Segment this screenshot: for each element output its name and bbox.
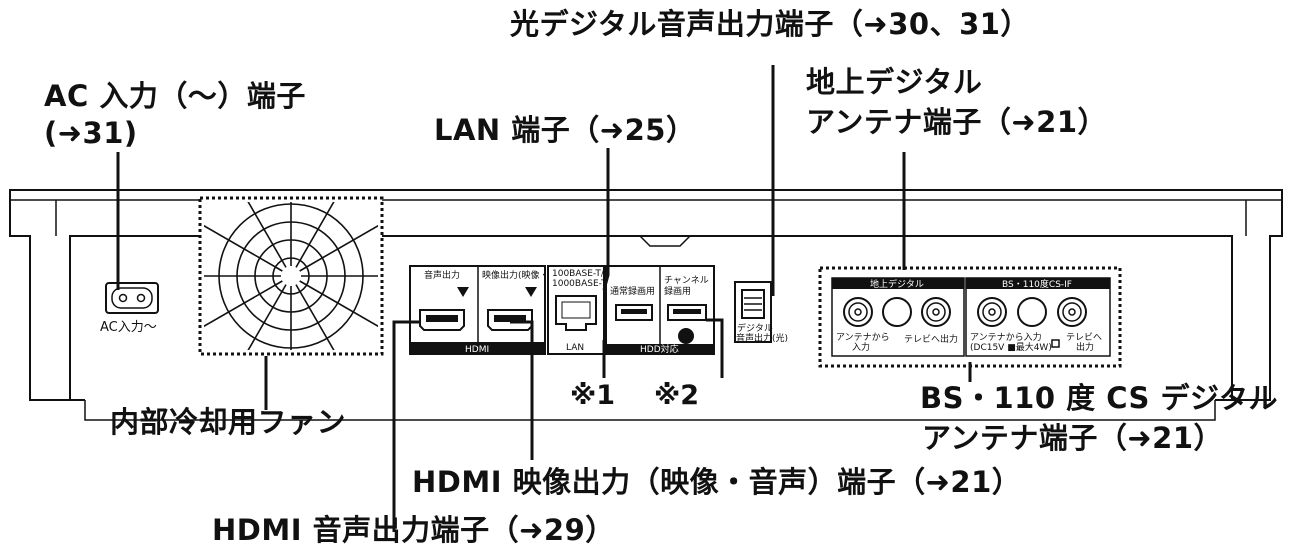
usb-terminal-block: 通常録画用 チャンネル 録画用 HDD対応	[605, 265, 715, 355]
antenna-terminal-block: 地上デジタル BS・110度CS-IF アンテナから 入力 テレビへ出力 アンテ…	[818, 266, 1122, 368]
usb-group-label: HDD対応	[640, 343, 679, 355]
fan-grille-spoke	[299, 280, 378, 328]
bs-cs-antenna-callout-line2: アンテナ端子（➜21）	[922, 421, 1223, 455]
bs-cs-antenna-callout-line1: BS・110 度 CS デジタル	[920, 381, 1278, 415]
lan-callout: LAN 端子（➜25）	[434, 113, 696, 147]
hdmi-group-label: HDMI	[465, 345, 489, 355]
bs-cs-out-line2: 出力	[1076, 341, 1094, 353]
triangle-marker-icon	[457, 287, 469, 297]
lan-spec-line2: 1000BASE-TX	[552, 279, 613, 289]
cooling-fan-callout: 内部冷却用ファン	[110, 405, 347, 439]
ac-inlet: AC入力〜	[100, 282, 159, 335]
terrestrial-blank-cap	[882, 297, 912, 327]
fan-grille-spoke	[247, 202, 287, 268]
hdmi-video-output-callout: HDMI 映像出力（映像・音声）端子（➜21）	[412, 465, 1022, 499]
bs-cs-header: BS・110度CS-IF	[1002, 278, 1072, 290]
hdmi-terminal-block: 音声出力 映像出力(映像・音声) HDMI	[409, 265, 570, 355]
terrestrial-header: 地上デジタル	[870, 278, 924, 290]
optical-terminal-block: デジタル 音声出力(光)	[734, 281, 788, 344]
terrestrial-in-connector	[843, 297, 873, 327]
terrestrial-antenna-callout-line2: アンテナ端子（➜21）	[806, 105, 1107, 139]
usb-regular-label: 通常録画用	[610, 285, 655, 297]
cooling-fan	[198, 196, 384, 356]
hdmi-audio-output-callout: HDMI 音声出力端子（➜29）	[212, 513, 615, 547]
ac-inlet-label: AC入力〜	[100, 320, 157, 335]
bs-cs-in-line1: アンテナから入力	[970, 331, 1042, 343]
leader-lines	[116, 65, 972, 532]
ac-input-callout-line2: (➜31)	[44, 116, 138, 150]
lan-spec-line1: 100BASE-T/	[552, 269, 605, 279]
usb-channel-line1: チャンネル	[664, 275, 709, 286]
lan-port	[555, 295, 597, 331]
ac-input-callout-line1: AC 入力（～）端子	[44, 79, 306, 113]
terrestrial-antenna-callout-line1: 地上デジタル	[806, 65, 983, 99]
optical-label-line1: デジタル	[737, 322, 773, 334]
usb-note-1: ※1	[570, 380, 616, 411]
fan-grille-spoke	[247, 284, 287, 350]
usb-port-regular	[615, 304, 653, 321]
bs-cs-out-connector	[1057, 297, 1087, 327]
usb-port-channel	[667, 304, 707, 321]
hdmi-video-port	[487, 309, 533, 331]
terrestrial-in-line2: 入力	[852, 341, 870, 353]
fan-grille-spoke	[299, 224, 378, 272]
bs-cs-in-connector	[977, 297, 1007, 327]
usb-note-2: ※2	[654, 380, 700, 411]
fan-grille-spoke	[204, 280, 283, 328]
bs-cs-out-line1: テレビへ	[1066, 332, 1102, 343]
fan-grille-spoke	[204, 224, 283, 272]
lan-group-label: LAN	[566, 343, 584, 353]
optical-output-callout: 光デジタル音声出力端子（➜30、31）	[510, 7, 1030, 41]
bs-cs-in-line2: (DC15V ■最大4W)	[970, 341, 1052, 353]
triangle-marker-icon	[525, 287, 537, 297]
terrestrial-out-label: テレビへ出力	[904, 333, 958, 345]
camera-icon	[1051, 339, 1060, 348]
lan-terminal-block: 100BASE-T/ 1000BASE-TX LAN	[547, 265, 613, 355]
fan-grille-spoke	[295, 202, 335, 268]
hdmi-audio-out-label: 音声出力	[424, 269, 460, 281]
optical-label-line2: 音声出力(光)	[736, 332, 788, 344]
terrestrial-out-connector	[921, 297, 951, 327]
hdmi-audio-port	[419, 309, 465, 331]
usb-status-dot	[678, 328, 694, 344]
bs-cs-blank-cap	[1017, 297, 1047, 327]
terrestrial-in-line1: アンテナから	[836, 332, 890, 343]
fan-grille-spoke	[295, 284, 335, 350]
usb-channel-line2: 録画用	[664, 285, 691, 297]
